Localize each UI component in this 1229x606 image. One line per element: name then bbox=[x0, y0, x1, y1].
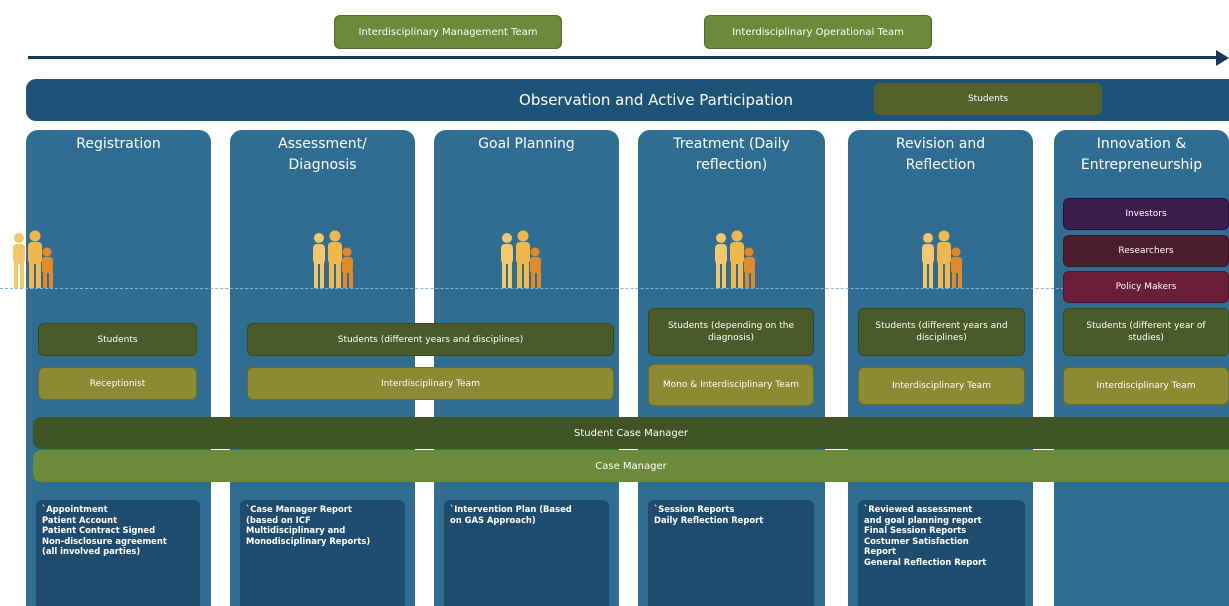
policy-makers-pill: Policy Makers bbox=[1063, 271, 1229, 303]
column-title-assessment: Assessment/Diagnosis bbox=[278, 136, 367, 173]
column-title-registration: Registration bbox=[76, 136, 161, 152]
people-group-icon bbox=[13, 230, 53, 288]
column-title-innovation: Innovation &Entrepreneurship bbox=[1080, 136, 1203, 173]
timeline-arrow-line bbox=[28, 56, 1220, 59]
people-group-icon bbox=[501, 230, 541, 288]
docs-box-treatment: `Session Reports Daily Reflection Report bbox=[648, 500, 814, 606]
operational-team-pill: Interdisciplinary Operational Team bbox=[704, 15, 932, 49]
doc-item: `Case Manager Report bbox=[246, 504, 352, 514]
mono-interdisciplinary-team-pill: Mono & Interdisciplinary Team bbox=[648, 364, 814, 406]
docs-box-goal-planning: `Intervention Plan (Based on GAS Approac… bbox=[444, 500, 609, 606]
interdisciplinary-team-pill-innovation: Interdisciplinary Team bbox=[1063, 367, 1229, 405]
doc-item: `Session Reports bbox=[654, 504, 735, 514]
doc-item: General Reflection Report bbox=[864, 556, 987, 567]
timeline-arrow-head bbox=[1216, 50, 1229, 66]
people-group-icon bbox=[715, 230, 755, 288]
people-group-icon bbox=[313, 230, 353, 288]
case-manager-band: Case Manager bbox=[33, 450, 1229, 482]
students-pill-assessment-goal: Students (different years and discipline… bbox=[247, 323, 614, 356]
doc-item: Monodisciplinary Reports) bbox=[246, 535, 371, 546]
receptionist-pill: Receptionist bbox=[38, 367, 197, 400]
students-pill-registration: Students bbox=[38, 323, 197, 356]
students-pill-treatment: Students (depending on the diagnosis) bbox=[648, 308, 814, 356]
doc-item: (based on ICF bbox=[246, 514, 311, 525]
doc-item: Patient Account bbox=[42, 514, 118, 525]
doc-item: and goal planning report bbox=[864, 514, 982, 525]
people-group-icon bbox=[922, 230, 962, 288]
observation-band: Observation and Active Participation Stu… bbox=[26, 79, 1229, 121]
column-title-goal-planning: Goal Planning bbox=[478, 136, 575, 152]
investors-pill: Investors bbox=[1063, 198, 1229, 230]
doc-item: Report bbox=[864, 546, 897, 556]
students-pill-innovation: Students (different year of studies) bbox=[1063, 308, 1229, 356]
student-case-manager-band: Student Case Manager bbox=[33, 417, 1229, 449]
doc-item: `Appointment bbox=[42, 504, 108, 514]
observation-students-pill: Students bbox=[874, 83, 1102, 115]
doc-item: Multidisciplinary and bbox=[246, 525, 346, 535]
management-team-pill: Interdisciplinary Management Team bbox=[334, 15, 562, 49]
docs-box-revision: `Reviewed assessment and goal planning r… bbox=[858, 500, 1025, 606]
docs-box-registration: `Appointment Patient Account Patient Con… bbox=[36, 500, 200, 606]
doc-item: `Intervention Plan (Based bbox=[450, 504, 572, 514]
doc-item: Final Session Reports bbox=[864, 525, 967, 535]
doc-item: `Reviewed assessment bbox=[864, 504, 973, 514]
doc-item: Patient Contract Signed bbox=[42, 525, 156, 535]
interdisciplinary-team-pill-assessment-goal: Interdisciplinary Team bbox=[247, 367, 614, 400]
interdisciplinary-team-pill-revision: Interdisciplinary Team bbox=[858, 367, 1025, 405]
observation-title: Observation and Active Participation bbox=[519, 91, 793, 109]
doc-item: on GAS Approach) bbox=[450, 514, 536, 525]
docs-box-assessment: `Case Manager Report (based on ICF Multi… bbox=[240, 500, 405, 606]
doc-item: Costumer Satisfaction bbox=[864, 535, 969, 546]
researchers-pill: Researchers bbox=[1063, 235, 1229, 267]
doc-item: (all involved parties) bbox=[42, 546, 141, 556]
students-pill-revision: Students (different years and discipline… bbox=[858, 308, 1025, 356]
doc-item: Non-disclosure agreement bbox=[42, 535, 167, 546]
doc-item: Daily Reflection Report bbox=[654, 514, 764, 525]
phase-divider-dotted-line bbox=[0, 288, 1229, 289]
